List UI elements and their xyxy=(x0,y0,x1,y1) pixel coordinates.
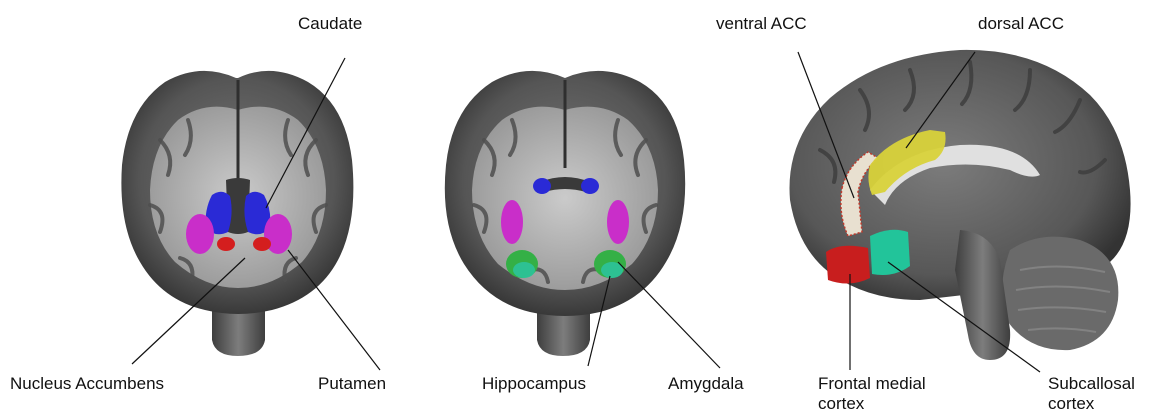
putamen-left-region xyxy=(186,214,214,254)
amygdala-leader xyxy=(618,262,720,368)
label-caudate: Caudate xyxy=(298,14,362,33)
hippocampus-left-region xyxy=(513,262,535,278)
label-subcallosal-line1: Subcallosal xyxy=(1048,374,1135,393)
subcallosal-region xyxy=(870,230,910,275)
putamen-region-2-left xyxy=(501,200,523,244)
label-subcallosal-line2: cortex xyxy=(1048,394,1094,413)
cerebellum xyxy=(1002,237,1118,350)
label-nucleus-accumbens: Nucleus Accumbens xyxy=(10,374,164,393)
putamen-leader xyxy=(288,250,380,370)
accumbens-left-region xyxy=(217,237,235,251)
caudate-region-2-left xyxy=(533,178,551,194)
frontal-medial-region xyxy=(826,246,870,284)
label-putamen: Putamen xyxy=(318,374,386,393)
coronal-brain-1 xyxy=(121,71,353,356)
label-amygdala: Amygdala xyxy=(668,374,744,393)
label-frontal-medial-line1: Frontal medial xyxy=(818,374,926,393)
putamen-region-2-right xyxy=(607,200,629,244)
coronal-brain-2 xyxy=(445,71,685,356)
label-dorsal-acc: dorsal ACC xyxy=(978,14,1064,33)
label-ventral-acc: ventral ACC xyxy=(716,14,807,33)
caudate-region-2-right xyxy=(581,178,599,194)
accumbens-right-region xyxy=(253,237,271,251)
label-frontal-medial-line2: cortex xyxy=(818,394,864,413)
label-hippocampus: Hippocampus xyxy=(482,374,586,393)
